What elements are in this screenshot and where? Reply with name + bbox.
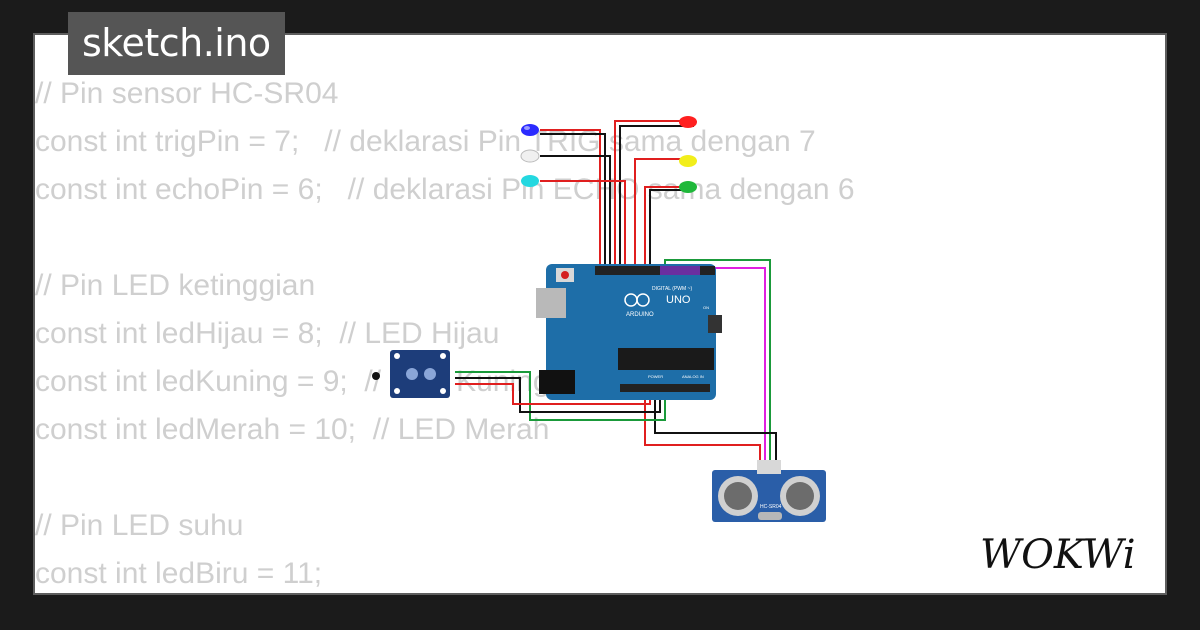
logo-text: WOKWi bbox=[980, 532, 1136, 578]
led-red[interactable] bbox=[679, 116, 697, 128]
led-green[interactable] bbox=[679, 181, 697, 193]
wire-trig bbox=[664, 259, 771, 470]
board-analog-label: ANALOG IN bbox=[682, 374, 704, 379]
wire-temp-2 bbox=[455, 377, 661, 413]
code-line: // Pin LED suhu bbox=[35, 509, 244, 542]
wire-cyan-led bbox=[540, 180, 626, 266]
code-background: // Pin sensor HC-SR04 const int trigPin =… bbox=[35, 70, 855, 598]
file-name-tab: sketch.ino bbox=[68, 12, 285, 75]
wire-green-led bbox=[644, 186, 687, 266]
code-line: const int echoPin = 6; // deklarasi Pin … bbox=[35, 173, 855, 206]
wire-gnd bbox=[654, 390, 777, 470]
board-header-label: DIGITAL (PWM ~) bbox=[652, 286, 692, 292]
wire-blue-led-gnd bbox=[540, 133, 606, 266]
led-blue[interactable] bbox=[521, 124, 539, 136]
wire-temp-1 bbox=[455, 371, 666, 421]
arduino-uno-board[interactable]: DIGITAL (PWM ~) ARDUINO UNO POWER ANALOG… bbox=[536, 264, 722, 400]
hc-sr04-sensor[interactable]: HC-SR04 bbox=[712, 460, 826, 522]
wire-red-led bbox=[614, 120, 694, 266]
wire-white-led bbox=[540, 155, 611, 266]
wires bbox=[455, 120, 777, 470]
board-power-label: POWER bbox=[648, 374, 663, 379]
wire-vcc bbox=[644, 390, 761, 470]
board-on-label: ON bbox=[703, 305, 709, 310]
code-line: const int ledBiru = 11; bbox=[35, 557, 323, 590]
board-model: UNO bbox=[666, 294, 691, 306]
code-line: // Pin sensor HC-SR04 bbox=[35, 77, 339, 110]
wire-blue-led bbox=[540, 129, 601, 266]
led-cyan[interactable] bbox=[521, 175, 539, 187]
code-line: const int ledMerah = 10; // LED Merah bbox=[35, 413, 550, 446]
temperature-sensor-module[interactable] bbox=[372, 350, 450, 398]
led-yellow[interactable] bbox=[679, 155, 697, 167]
code-line: const int ledHijau = 8; // LED Hijau bbox=[35, 317, 500, 350]
sensor-name: HC-SR04 bbox=[760, 504, 782, 510]
wire-red-led-gnd bbox=[619, 125, 694, 266]
wire-yellow-led bbox=[634, 158, 687, 266]
wire-green-led-gnd bbox=[649, 189, 690, 266]
board-brand: ARDUINO bbox=[626, 312, 654, 318]
code-line: const int trigPin = 7; // deklarasi Pin … bbox=[35, 125, 816, 158]
wokwi-logo: WOKWi bbox=[980, 532, 1136, 578]
code-line: // Pin LED ketinggian bbox=[35, 269, 316, 302]
led-white[interactable] bbox=[520, 149, 540, 163]
